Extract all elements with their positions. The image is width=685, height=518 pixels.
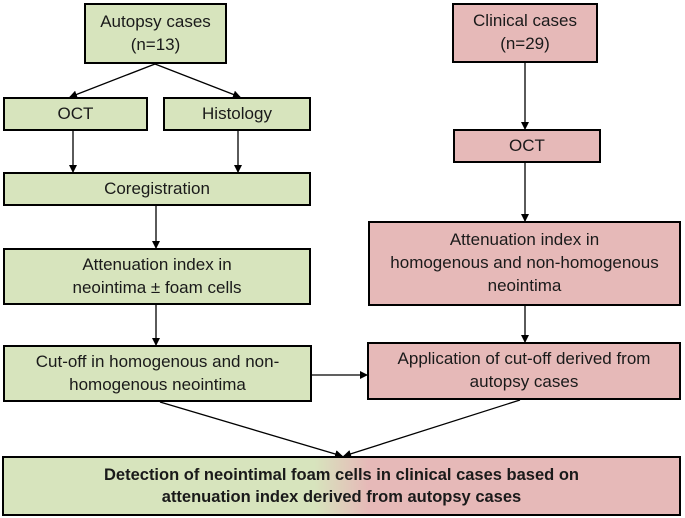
oct-clinical-box: OCT: [453, 129, 601, 163]
clinical-cases-box: Clinical cases (n=29): [452, 3, 598, 63]
arrow-application-to-final: [343, 399, 521, 458]
arrow-autopsy-to-histology: [154, 63, 241, 99]
application-cutoff-box: Application of cut-off derived from auto…: [367, 342, 681, 400]
cutoff-box: Cut-off in homogenous and non- homogenou…: [3, 345, 312, 402]
attenuation-clinical-box: Attenuation index in homogenous and non-…: [368, 221, 681, 306]
coregistration-box: Coregistration: [3, 172, 311, 206]
oct-autopsy-box: OCT: [3, 97, 148, 131]
detection-result-box: Detection of neointimal foam cells in cl…: [2, 456, 681, 516]
histology-box: Histology: [163, 97, 311, 131]
arrow-autopsy-to-oct: [69, 63, 156, 99]
autopsy-cases-box: Autopsy cases (n=13): [84, 3, 227, 64]
attenuation-autopsy-box: Attenuation index in neointima ± foam ce…: [3, 248, 311, 305]
arrow-cutoff-to-final: [159, 401, 343, 458]
